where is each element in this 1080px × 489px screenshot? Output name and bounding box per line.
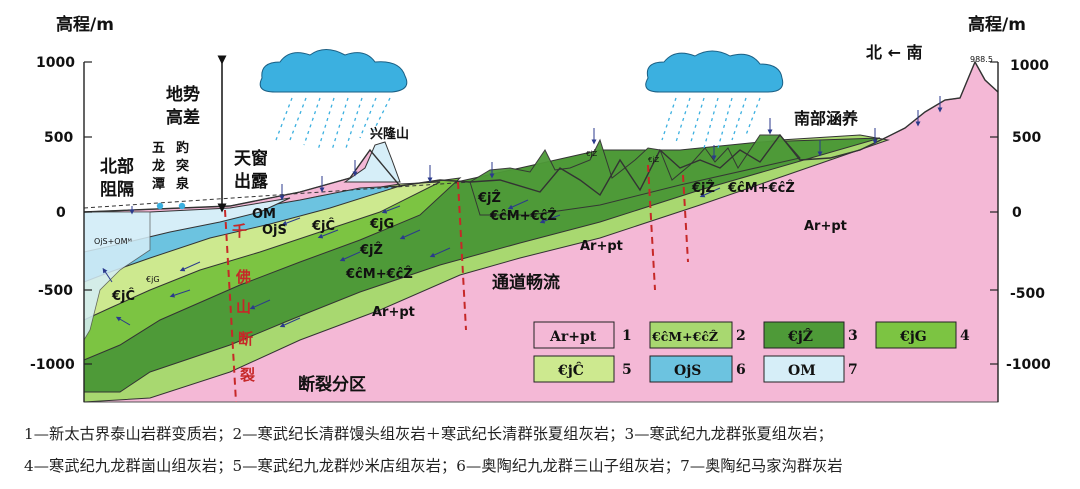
left-axis-title: 高程/m <box>56 14 114 35</box>
legend-item-4: €jG 4 <box>875 321 970 349</box>
svg-text:OM: OM <box>788 363 816 379</box>
unit-label-s-jz: €jẐ <box>691 180 715 196</box>
left-tick-m500: -500 <box>38 283 73 299</box>
unit-label-om: OM <box>252 207 276 222</box>
caption-line-1: 1—新太古界泰山岩群变质岩；2—寒武纪长清群馒头组灰岩＋寒武纪长清群张夏组灰岩；… <box>24 425 833 443</box>
label-relief-2: 高差 <box>166 107 200 128</box>
left-tick-0: 0 <box>56 205 66 221</box>
fault-name-4: 断 <box>238 330 253 348</box>
unit-label-jz: €jẐ <box>359 242 383 258</box>
unit-label-arpt: Ar+pt <box>372 305 415 320</box>
spring-wulongtan <box>156 202 164 210</box>
unit-label-peak-jz2: €jẐ <box>648 155 659 164</box>
svg-text:€ĉM+€ĉẐ: €ĉM+€ĉẐ <box>651 329 718 344</box>
left-tick-1000: 1000 <box>36 55 75 71</box>
unit-label-cm: €ĉM+€ĉẐ <box>345 266 413 282</box>
right-axis-ticks <box>990 61 998 365</box>
figure-caption: 1—新太古界泰山岩群变质岩；2—寒武纪长清群馒头组灰岩＋寒武纪长清群张夏组灰岩；… <box>24 418 1064 482</box>
infiltration-arrows <box>279 96 943 201</box>
fault-name-5: 裂 <box>239 366 255 384</box>
caption-line-2: 4—寒武纪九龙群崮山组灰岩；5—寒武纪九龙群炒米店组灰岩；6—奥陶纪九龙群三山子… <box>24 457 843 475</box>
geologic-cross-section: 高程/m 高程/m 1000 500 0 -500 -1000 1000 500… <box>30 14 1051 403</box>
unit-label-peak-jz1: €jẐ <box>586 149 597 158</box>
svg-text:€jG: €jG <box>899 329 927 345</box>
unit-label-s-arpt: Ar+pt <box>804 219 847 234</box>
svg-text:1: 1 <box>622 328 632 344</box>
unit-label-ojs: OjS <box>262 223 287 238</box>
fault-name-2: 佛 <box>235 268 251 286</box>
left-axis-ticks <box>84 61 92 365</box>
label-south-recharge: 南部涵养 <box>794 109 859 128</box>
label-baotu-2: 突 <box>176 158 189 174</box>
unit-label-s-cm: €ĉM+€ĉẐ <box>727 180 795 196</box>
right-axis-title: 高程/m <box>968 14 1026 35</box>
legend-item-7: OM 7 <box>763 355 858 383</box>
xinglong-hill <box>343 141 401 183</box>
north-small-label: OjS+OMᴹ <box>94 237 132 246</box>
unit-label-mid-arpt: Ar+pt <box>580 239 623 254</box>
direction-indicator: 北 ← 南 <box>866 43 923 62</box>
unit-label-mid-jz: €jẐ <box>477 190 501 206</box>
left-tick-m1000: -1000 <box>30 357 75 373</box>
label-north-block-2: 阻隔 <box>100 180 134 200</box>
legend: Ar+pt 1 €ĉM+€ĉẐ 2 €jẐ 3 €jG 4 €jĈ 5 OjS … <box>533 321 970 383</box>
legend-item-1: Ar+pt 1 <box>533 321 632 349</box>
svg-text:7: 7 <box>848 362 858 378</box>
unit-label-jc: €jĈ <box>311 218 335 234</box>
label-relief-1: 地势 <box>166 84 200 105</box>
right-tick-1000: 1000 <box>1010 58 1049 74</box>
north-wedge <box>83 211 151 342</box>
legend-item-5: €jĈ 5 <box>533 355 632 383</box>
label-baotu-1: 趵 <box>176 140 189 156</box>
right-tick-m1000: -1000 <box>1006 357 1051 373</box>
water-level-line <box>83 181 471 209</box>
label-xinglong: 兴隆山 <box>370 126 409 142</box>
legend-item-6: OjS 6 <box>649 355 746 383</box>
fault-lines <box>224 164 689 403</box>
rain-north <box>275 97 391 151</box>
svg-text:4: 4 <box>960 328 970 344</box>
cloud-south <box>645 50 784 93</box>
svg-text:6: 6 <box>736 362 746 378</box>
spring-baotuquan <box>178 202 186 210</box>
right-tick-m500: -500 <box>1010 286 1045 302</box>
label-wulong-2: 龙 <box>152 158 165 174</box>
label-baotu-3: 泉 <box>176 176 190 192</box>
right-tick-500: 500 <box>1012 130 1041 146</box>
label-skylight-1: 天窗 <box>234 148 268 169</box>
label-fault-zone: 断裂分区 <box>298 374 366 395</box>
label-channel: 通道畅流 <box>492 272 560 293</box>
north-small-label-2: €jG <box>146 275 160 284</box>
southern-peaks <box>469 134 801 216</box>
svg-text:OjS: OjS <box>674 363 701 379</box>
legend-item-2: €ĉM+€ĉẐ 2 <box>649 321 746 349</box>
fault-name-3: 山 <box>236 298 251 316</box>
svg-text:2: 2 <box>736 328 746 344</box>
svg-text:€jẐ: €jẐ <box>787 327 813 345</box>
legend-item-3: €jẐ 3 <box>763 321 858 349</box>
unit-label-jg: €jG <box>369 217 394 232</box>
label-skylight-2: 出露 <box>234 171 269 192</box>
svg-text:€jĈ: €jĈ <box>557 361 584 379</box>
svg-text:Ar+pt: Ar+pt <box>549 329 597 345</box>
svg-text:5: 5 <box>622 362 632 378</box>
left-tick-500: 500 <box>44 130 73 146</box>
label-wulong-1: 五 <box>152 141 165 156</box>
unit-label-mid-cm: €ĉM+€ĉẐ <box>489 208 557 224</box>
svg-text:3: 3 <box>848 328 858 344</box>
rain-south <box>661 97 761 149</box>
label-north-block-1: 北部 <box>100 156 134 177</box>
fault-name-1: 千 <box>232 222 247 240</box>
peak-value: 988.5 <box>970 55 993 64</box>
flow-arrows <box>102 187 721 328</box>
label-wulong-3: 潭 <box>152 177 165 192</box>
unit-label-north-jc: €jĈ <box>111 288 135 304</box>
right-tick-0: 0 <box>1012 205 1022 221</box>
cloud-north <box>259 49 408 93</box>
